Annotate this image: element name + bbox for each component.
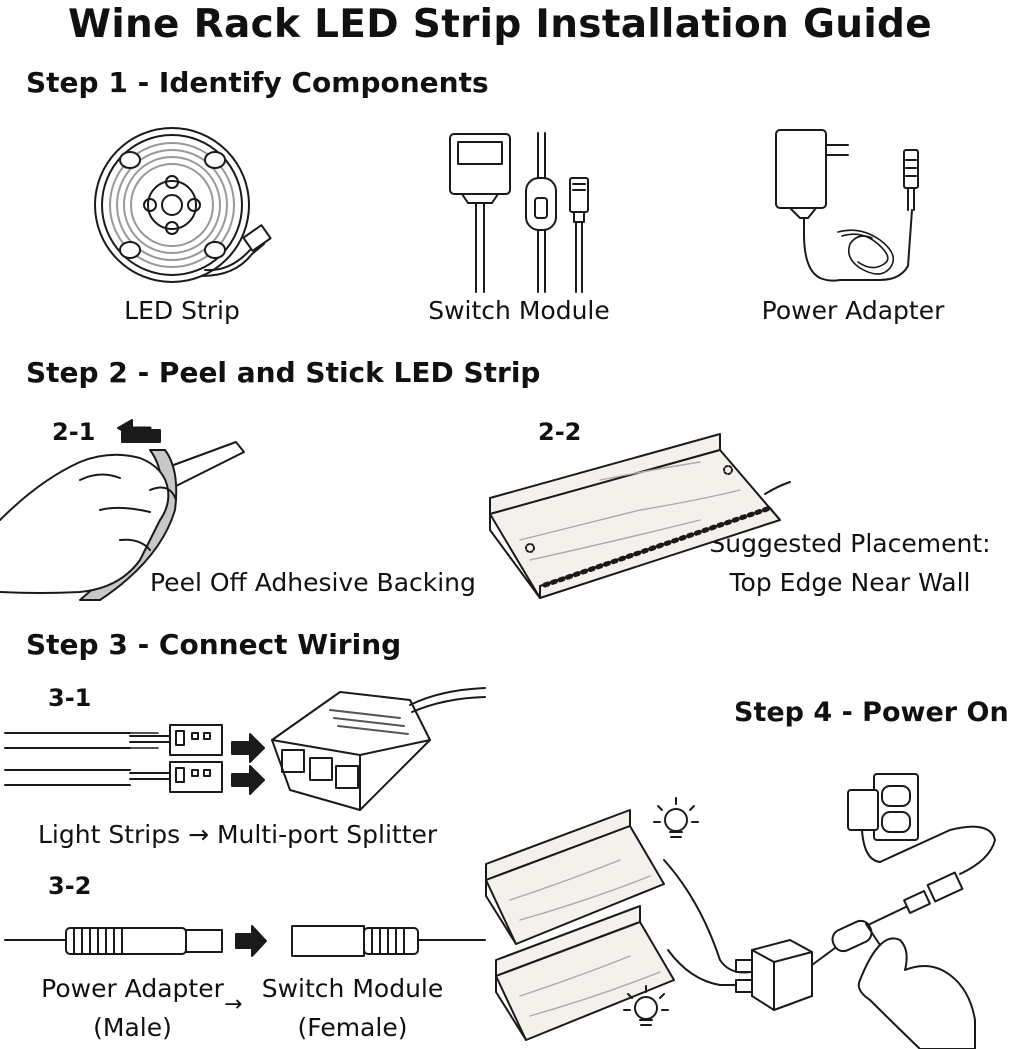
substep-3-1: 3-1 — [48, 684, 92, 712]
peel-caption: Peel Off Adhesive Backing — [150, 568, 476, 597]
strip-to-splitter-icon — [4, 687, 486, 811]
shelf-placement-icon — [489, 433, 791, 599]
led-strip-reel-icon — [94, 127, 272, 283]
step3-heading: Step 3 - Connect Wiring — [26, 628, 402, 661]
substep-3-2: 3-2 — [48, 872, 92, 900]
step2-heading: Step 2 - Peel and Stick LED Strip — [26, 356, 541, 389]
power-on-setup-icon — [485, 773, 996, 1049]
male-line1: Power Adapter — [41, 974, 224, 1003]
substep-2-1: 2-1 — [52, 418, 96, 446]
power-adapter-label: Power Adapter — [761, 296, 945, 325]
barrel-connector-icon — [4, 925, 486, 957]
led-strip-label: LED Strip — [124, 296, 240, 325]
splitter-caption: Light Strips → Multi-port Splitter — [38, 820, 438, 849]
placement-line2: Top Edge Near Wall — [729, 568, 971, 597]
switch-module-label: Switch Module — [428, 296, 610, 325]
placement-line1: Suggested Placement: — [709, 529, 991, 558]
switch-module-icon — [449, 132, 589, 293]
substep-2-2: 2-2 — [538, 418, 582, 446]
female-line2: (Female) — [297, 1013, 408, 1042]
step4-heading: Step 4 - Power On — [734, 697, 1009, 728]
male-line2: (Male) — [93, 1013, 172, 1042]
step1-heading: Step 1 - Identify Components — [26, 66, 489, 99]
female-line1: Switch Module — [261, 974, 444, 1003]
hand-peeling-icon — [0, 419, 245, 601]
power-adapter-icon — [775, 129, 919, 282]
connect-arrow: → — [224, 992, 243, 1017]
page-title: Wine Rack LED Strip Installation Guide — [68, 2, 932, 47]
